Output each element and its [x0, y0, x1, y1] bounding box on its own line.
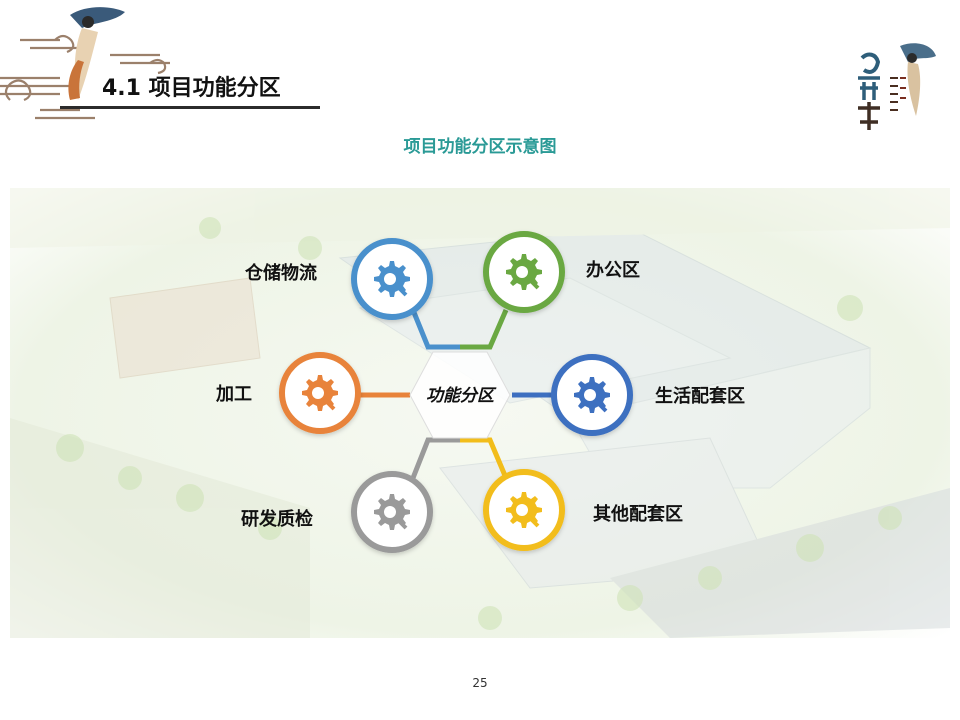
- slide-title: 4.1 项目功能分区: [102, 76, 281, 101]
- node-office-area: [483, 231, 565, 313]
- node-warehouse-logistics: [351, 238, 433, 320]
- gear-wrench-icon: [374, 494, 410, 530]
- center-hexagon: [409, 351, 511, 439]
- jiuquan-logo: [858, 43, 936, 130]
- gear-wrench-icon: [302, 375, 338, 411]
- center-label: 功能分区: [426, 386, 497, 406]
- gear-wrench-icon: [574, 377, 610, 413]
- gear-wrench-icon: [506, 254, 542, 290]
- header-cloud-decoration: [0, 7, 320, 120]
- label-rd-quality: 研发质检: [241, 509, 313, 530]
- label-living-facilities: 生活配套区: [655, 386, 745, 407]
- node-living-facilities: [551, 354, 633, 436]
- node-rd-quality: [351, 471, 433, 553]
- node-other-facilities: [483, 469, 565, 551]
- gear-wrench-icon: [374, 261, 410, 297]
- node-processing: [279, 352, 361, 434]
- diagram-subtitle: 项目功能分区示意图: [403, 137, 557, 157]
- label-warehouse-logistics: 仓储物流: [245, 263, 317, 284]
- gear-wrench-icon: [506, 492, 542, 528]
- label-other-facilities: 其他配套区: [593, 504, 683, 525]
- label-office-area: 办公区: [586, 260, 640, 281]
- page-number: 25: [472, 676, 488, 690]
- label-processing: 加工: [216, 384, 252, 405]
